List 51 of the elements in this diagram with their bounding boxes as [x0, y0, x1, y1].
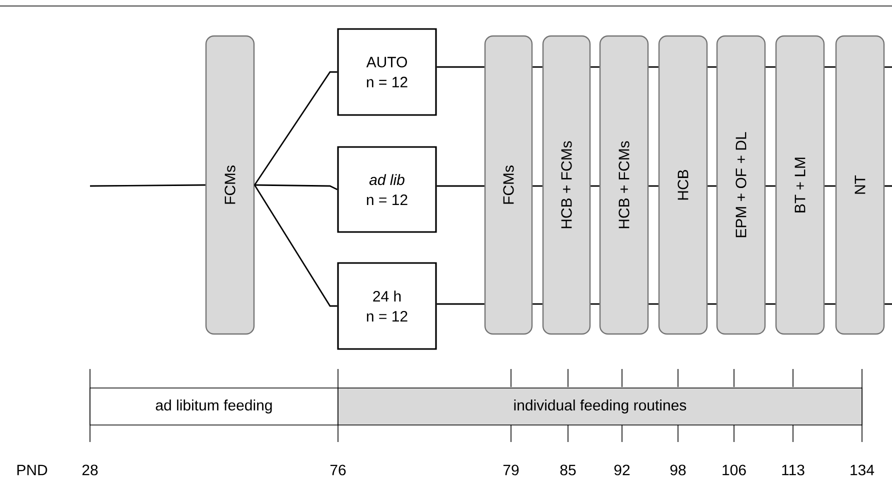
connector-line [648, 185, 658, 187]
process-column: HCB [658, 35, 708, 335]
axis-label: 28 [82, 464, 98, 476]
axis-label: 113 [782, 464, 804, 476]
axis-label: 106 [722, 464, 746, 476]
axis-label: 98 [670, 464, 686, 476]
process-column: HCB + FCMs [599, 35, 649, 335]
connector-line [824, 303, 836, 305]
phase-bar: individual feeding routines [338, 388, 862, 426]
connector-line [254, 184, 338, 307]
group-box: AUTO n = 12 [337, 28, 437, 116]
connector-line [884, 185, 892, 187]
connector-line [254, 71, 338, 186]
axis-label: 92 [614, 464, 630, 476]
connector-line [532, 303, 542, 305]
group-box: 24 h n = 12 [337, 262, 437, 350]
connector-line [90, 184, 206, 187]
connector-line [648, 303, 658, 305]
axis-label: 134 [850, 464, 874, 476]
process-column: FCMs [205, 35, 255, 335]
connector-line [824, 185, 836, 187]
connector-line [766, 185, 776, 187]
connector-line [532, 66, 542, 68]
connector-line [436, 185, 484, 187]
connector-line [590, 66, 600, 68]
connector-line [436, 66, 484, 68]
axis-label: 85 [560, 464, 576, 476]
process-column: EPM + OF + DL [716, 35, 766, 335]
connector-line [590, 303, 600, 305]
connector-line [766, 66, 776, 68]
axis-label: PND [17, 464, 48, 476]
connector-line [254, 184, 338, 190]
connector-line [436, 303, 484, 305]
process-column: NT [835, 35, 885, 335]
process-column: BT + LM [775, 35, 825, 335]
connector-line [824, 66, 836, 68]
process-column: HCB + FCMs [542, 35, 591, 335]
connector-line [708, 303, 716, 305]
connector-line [884, 66, 892, 68]
process-column: FCMs [484, 35, 533, 335]
connector-line [590, 185, 600, 187]
axis-label: 76 [330, 464, 346, 476]
phase-bar: ad libitum feeding [90, 388, 338, 426]
connector-line [708, 185, 716, 187]
connector-line [766, 303, 776, 305]
connector-line [648, 66, 658, 68]
connector-line [884, 303, 892, 305]
connector-line [532, 185, 542, 187]
axis-label: 79 [503, 464, 519, 476]
connector-line [708, 66, 716, 68]
group-box: ad lib n = 12 [337, 146, 437, 233]
